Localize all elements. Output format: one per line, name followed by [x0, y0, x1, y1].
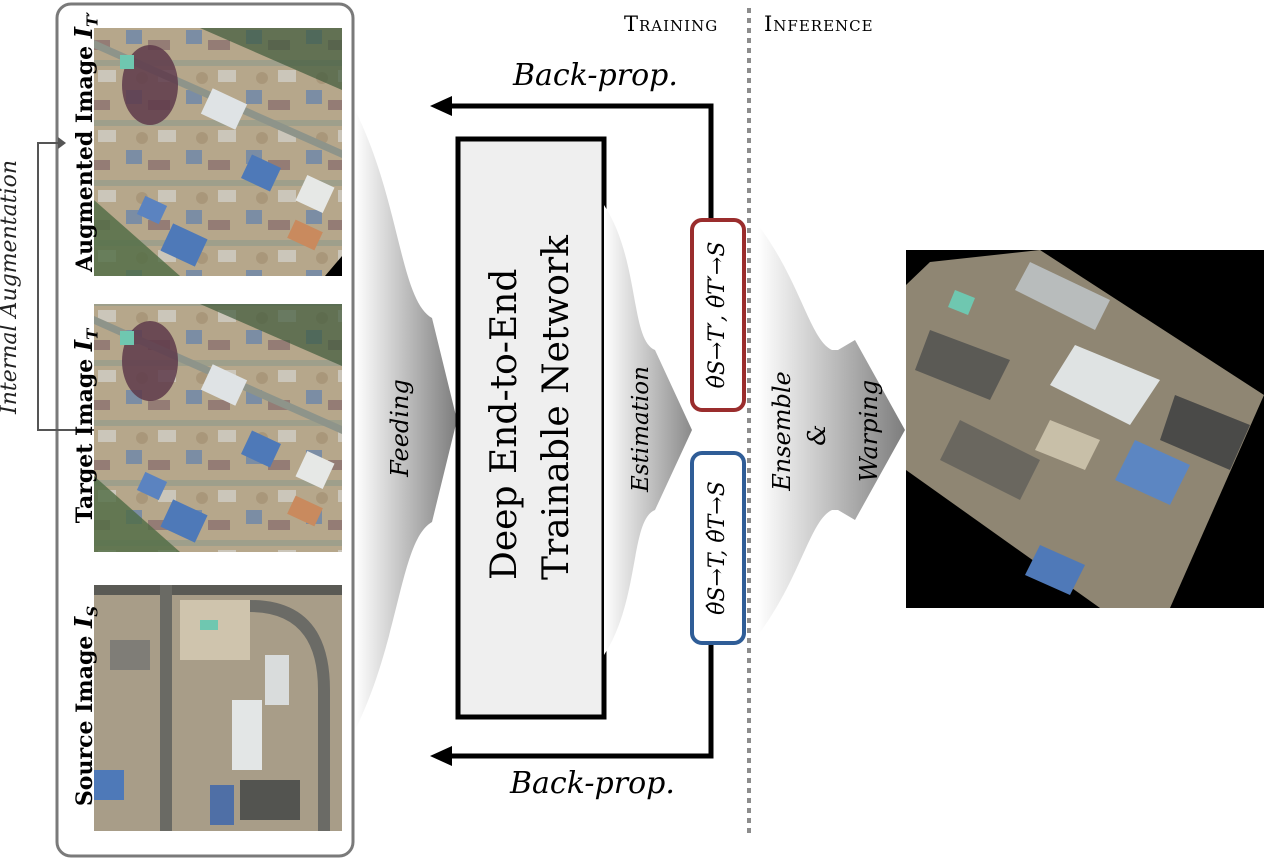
back-prop-label-top: Back-prop.: [513, 58, 678, 93]
feeding-label: Feeding: [386, 379, 414, 477]
network-label-line2: Trainable Network: [536, 235, 577, 580]
target-image-label-var: I: [69, 339, 98, 352]
estimate-box-augmented: [690, 218, 746, 412]
target-image-label: Target Image IT: [69, 321, 101, 531]
source-image-label-text: Source Image: [72, 628, 98, 807]
estimation-label: Estimation: [628, 366, 654, 492]
back-prop-label-bottom: Back-prop.: [510, 766, 675, 801]
feeding-arrow: [355, 110, 457, 730]
source-image: [94, 585, 342, 831]
training-label: Training: [624, 12, 719, 36]
estimation-arrow: [604, 205, 692, 655]
estimate-augmented-text: θ̂S→T′, θ̂T′→S: [705, 241, 730, 389]
network-label-line1: Deep End-to-End: [484, 268, 525, 580]
source-image-label-sub: S: [83, 605, 102, 617]
augmented-image-label-sub: T′: [83, 11, 102, 27]
augmented-image-label-text: Augmented Image: [72, 38, 98, 272]
warped-result-image: [906, 250, 1264, 608]
target-image: [94, 304, 342, 552]
warping-label: Warping: [855, 379, 883, 483]
estimate-target-text: θ̂S→T, θ̂T→S: [705, 481, 730, 615]
source-image-label: Source Image IS: [69, 601, 101, 811]
ensemble-label: Ensemble: [768, 371, 796, 491]
target-image-label-text: Target Image: [72, 351, 98, 524]
augmentation-arrowhead: [58, 137, 66, 149]
internal-augmentation-label: Internal Augmentation: [0, 160, 22, 414]
estimate-box-target: [690, 451, 746, 645]
ensemble-arrow: [758, 225, 905, 635]
back-prop-arrowhead-top: [430, 96, 452, 116]
augmented-image-label: Augmented Image IT′: [69, 12, 101, 272]
inference-label: Inference: [764, 12, 874, 36]
network-box: [455, 136, 607, 720]
target-image-label-sub: T: [83, 328, 102, 340]
augmentation-bracket: [37, 142, 94, 431]
back-prop-arrowhead-bottom: [430, 746, 452, 766]
augmented-image: [94, 28, 342, 276]
ampersand-label: &: [803, 424, 831, 446]
back-prop-line-bottom: [446, 640, 714, 759]
augmented-image-label-var: I: [69, 26, 98, 39]
back-prop-line-top: [446, 103, 714, 222]
source-image-label-var: I: [69, 616, 98, 629]
